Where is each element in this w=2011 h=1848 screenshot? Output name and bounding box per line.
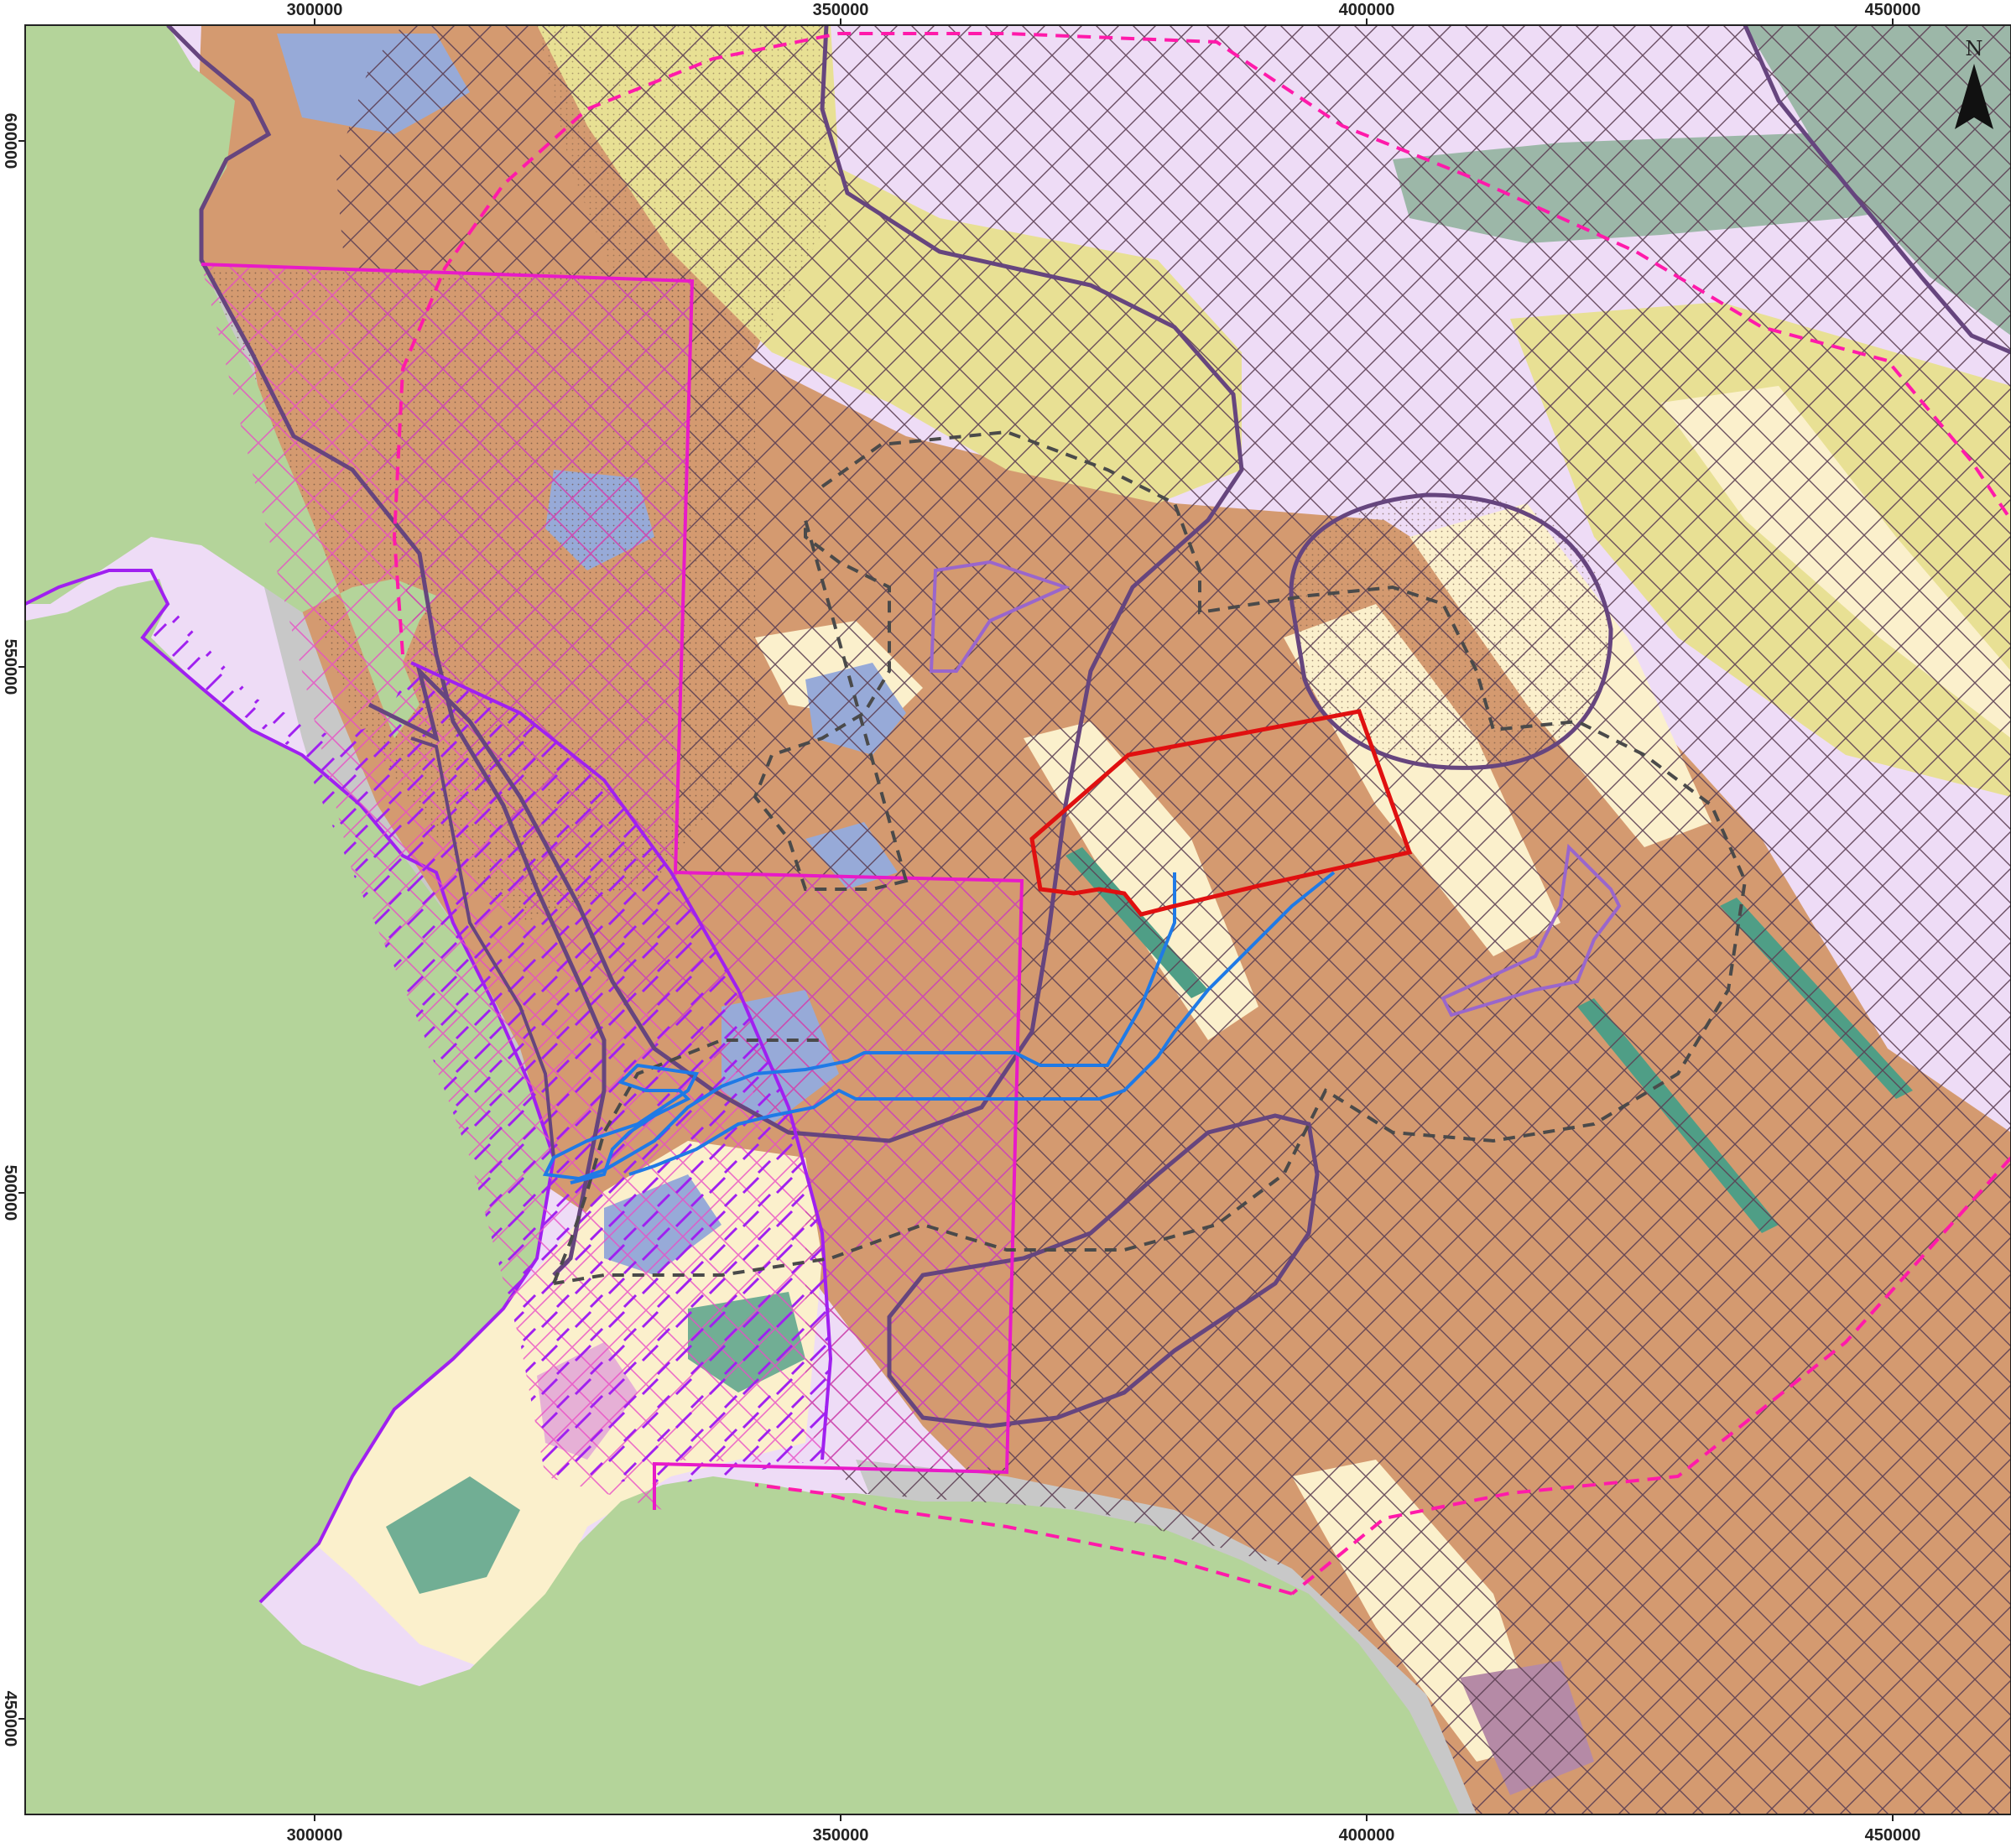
y-tick-label: 500000 bbox=[1, 1165, 19, 1221]
north-arrow-icon bbox=[1955, 64, 1993, 129]
y-axis-left: 600000 550000 500000 450000 bbox=[1, 113, 25, 1747]
route-blue bbox=[542, 871, 1336, 1184]
north-arrow: N bbox=[1955, 37, 1993, 129]
x-tick-label-top: 400000 bbox=[1339, 1, 1395, 19]
north-label: N bbox=[1966, 37, 1983, 60]
hatch-purple-dashed bbox=[151, 604, 831, 1485]
boundary-purple-arc bbox=[410, 661, 833, 1460]
boundary-dark-purple-coast bbox=[166, 25, 607, 1277]
x-axis-bottom: 300000 350000 400000 450000 bbox=[287, 1814, 1921, 1845]
y-tick-label: 600000 bbox=[1, 113, 19, 169]
y-tick-label: 450000 bbox=[1, 1691, 19, 1747]
map-frame bbox=[25, 25, 2011, 1814]
boundary-dark-purple-ne bbox=[1743, 25, 2011, 355]
boundary-dark-purple-se-blob bbox=[887, 1113, 1320, 1429]
x-tick-label-top: 450000 bbox=[1865, 1, 1921, 19]
boundary-violet-small-1 bbox=[929, 560, 1071, 673]
boundary-magenta-block bbox=[201, 263, 1024, 1510]
y-tick-label: 550000 bbox=[1, 639, 19, 695]
boundary-circle bbox=[1289, 492, 1613, 770]
x-axis-top: 300000 350000 400000 450000 bbox=[287, 1, 1921, 25]
geology-peninsula-green bbox=[386, 1476, 520, 1594]
map-border bbox=[24, 24, 2011, 1815]
boundary-dark-purple-inner bbox=[410, 737, 555, 1158]
site-boundary-red bbox=[1029, 709, 1413, 917]
x-tick-label-bottom: 400000 bbox=[1339, 1826, 1395, 1845]
boundary-dark-purple-north bbox=[367, 25, 1244, 1143]
x-tick-label-bottom: 350000 bbox=[813, 1826, 869, 1845]
x-tick-label-bottom: 300000 bbox=[287, 1826, 343, 1845]
boundary-pink-dashed bbox=[392, 32, 2011, 1596]
x-tick-label-top: 350000 bbox=[813, 1, 869, 19]
x-tick-label-top: 300000 bbox=[287, 1, 343, 19]
x-tick-label-bottom: 450000 bbox=[1865, 1826, 1921, 1845]
boundary-violet-small-2 bbox=[1441, 843, 1622, 1018]
boundary-grey-dashed bbox=[552, 429, 1748, 1285]
